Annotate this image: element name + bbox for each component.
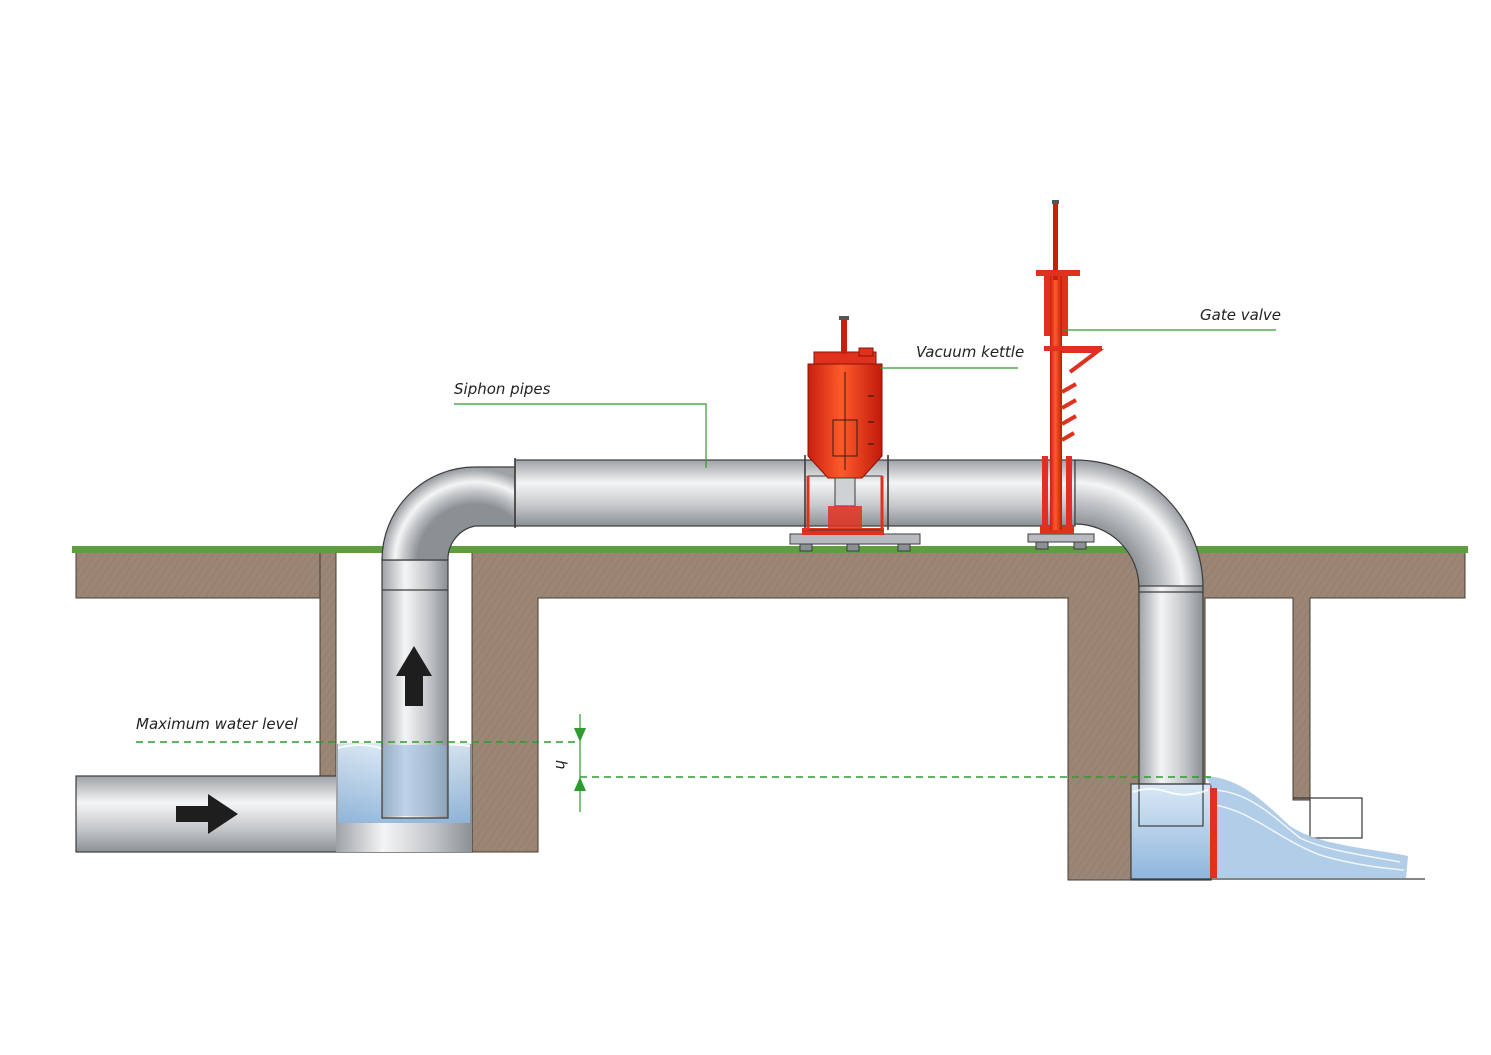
ground <box>72 546 1468 881</box>
overflow-water-streaks <box>1213 789 1405 871</box>
overflow-water <box>1205 776 1408 878</box>
siphon-pipes-label: Siphon pipes <box>454 380 551 398</box>
outlet-step <box>1293 797 1363 839</box>
head-arrow-down-icon <box>574 728 586 742</box>
gate-valve-label: Gate valve <box>1200 306 1281 324</box>
head-symbol-label: h <box>552 760 570 770</box>
maximum-water-level-label: Maximum water level <box>136 715 299 733</box>
vacuum-kettle-label: Vacuum kettle <box>916 343 1024 361</box>
siphon-pipes-leader <box>454 403 707 468</box>
right-elbow <box>1074 459 1204 589</box>
vacuum-kettle <box>789 316 921 552</box>
level-markers <box>136 714 1215 812</box>
outlet-basin <box>1130 783 1212 881</box>
outlet-weir <box>1210 788 1217 878</box>
leader-lines <box>454 329 1276 468</box>
kettle-base-rail <box>789 533 921 545</box>
head-arrow-up-icon <box>574 777 586 791</box>
suction-pipe-water <box>384 745 446 816</box>
arrow-up-icon <box>396 646 432 706</box>
grass-strip <box>72 546 1468 553</box>
gate-valve <box>1027 200 1104 550</box>
top-pipe <box>514 455 1076 530</box>
arrow-right-icon <box>176 794 238 834</box>
inlet-channel-wall <box>319 551 337 777</box>
discharge-pipe <box>1138 585 1204 787</box>
left-elbow <box>381 466 518 561</box>
gate-valve-stem <box>1050 276 1062 530</box>
